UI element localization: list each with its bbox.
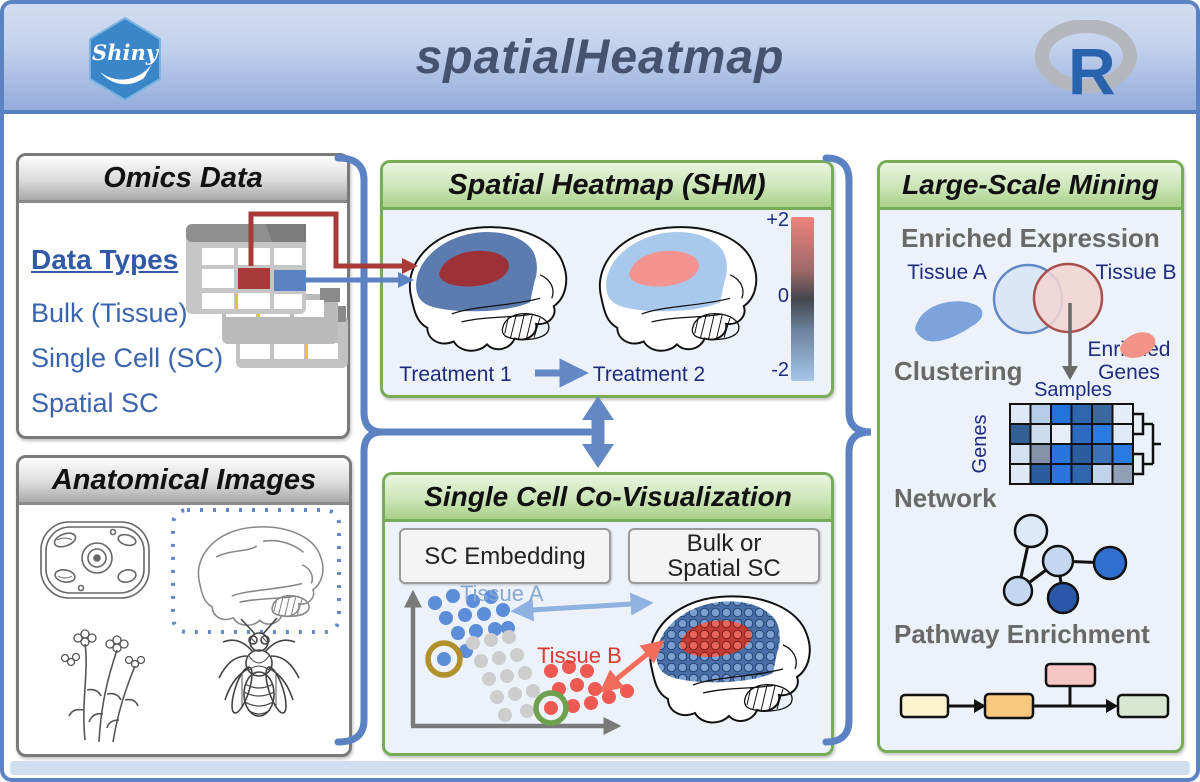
brain-treatment2 [598, 226, 758, 352]
enriched-expression-heading: Enriched Expression [901, 223, 1160, 253]
footer-strip [10, 761, 1190, 775]
embedding-axes [404, 589, 622, 735]
colorbar-min-label: -2 [771, 359, 789, 381]
green-highlight-circle [533, 690, 569, 726]
covis-header: Single Cell Co-Visualization [385, 475, 831, 522]
covis-tissue-b-label: Tissue B [537, 643, 622, 668]
venn-tissue-b-label: Tissue B [1095, 261, 1177, 284]
plant-drawing [60, 629, 146, 743]
sc-embedding-label: SC Embedding [424, 542, 586, 570]
dendrogram [1133, 412, 1161, 476]
colorbar-mid-label: 0 [777, 285, 789, 307]
treatment2-label: Treatment 2 [592, 363, 706, 386]
network-graph [1002, 513, 1128, 615]
anatomical-images-panel: Anatomical Images [16, 455, 352, 757]
covis-panel: Single Cell Co-Visualization [382, 472, 834, 756]
spreadsheet-icon [186, 224, 348, 368]
bulk-spatial-box: Bulk or Spatial SC [628, 528, 820, 584]
shm-brains [408, 226, 758, 388]
spatial-sc-label: Spatial SC [667, 555, 781, 582]
venn-tissue-a-label: Tissue A [907, 261, 987, 284]
tissue-a-link-arrow [510, 592, 654, 622]
brain-covis [649, 595, 811, 724]
header-band: Shiny spatialHeatmap R [4, 4, 1196, 114]
pathway-heading: Pathway Enrichment [894, 619, 1150, 649]
omics-data-panel: Omics Data Data Types Bulk (Tissue) Sing… [16, 153, 350, 439]
omics-item-single-cell: Single Cell (SC) [31, 343, 224, 373]
brain-drawing [197, 526, 324, 626]
colorbar-max-label: +2 [766, 209, 789, 231]
cell-drawing [40, 521, 150, 599]
network-heading: Network [894, 483, 997, 513]
colorbar [791, 217, 814, 381]
sc-embedding-box: SC Embedding [399, 528, 611, 584]
treatment1-label: Treatment 1 [399, 363, 512, 386]
omics-item-spatial-sc: Spatial SC [31, 388, 159, 418]
anatomical-illustrations [40, 508, 341, 743]
unassigned-dots [466, 630, 540, 722]
fly-drawing [218, 617, 300, 717]
covis-illustration [404, 589, 811, 735]
pathway-flowchart [899, 662, 1170, 720]
brain-treatment1 [408, 226, 568, 352]
tissue-a-blob [915, 301, 983, 342]
mining-panel: Large-Scale Mining Enriched Expression T… [877, 160, 1184, 753]
mining-header: Large-Scale Mining [880, 163, 1181, 210]
clustering-heading: Clustering [894, 356, 1023, 386]
clustering-heatmap [1009, 403, 1134, 485]
r-logo-text: R [1068, 34, 1116, 104]
spatial-heatmap-panel: Spatial Heatmap (SHM) [380, 160, 834, 398]
page-title: spatialHeatmap [415, 30, 785, 84]
enriched-genes-arrow [1062, 303, 1078, 380]
spatial-heatmap-header: Spatial Heatmap (SHM) [383, 163, 831, 210]
data-types-label: Data Types [31, 244, 179, 275]
brain-selection-box [171, 508, 341, 634]
tissue-a-dots [428, 589, 515, 666]
venn-diagram [992, 262, 1104, 335]
mining-illustrations [899, 262, 1170, 720]
anatomical-images-header: Anatomical Images [19, 458, 349, 505]
r-logo-icon: R [1035, 20, 1137, 104]
omics-item-bulk: Bulk (Tissue) [31, 298, 188, 328]
gold-highlight-circle [425, 640, 463, 678]
samples-label: Samples [1034, 379, 1112, 401]
shiny-logo-icon: Shiny [89, 16, 161, 102]
tissue-b-link-arrow [599, 640, 665, 693]
shiny-logo-text: Shiny [92, 40, 160, 65]
shm-covis-double-arrow [582, 396, 614, 468]
omics-data-header: Omics Data [19, 156, 347, 203]
covis-tissue-a-label: Tissue A [460, 581, 544, 606]
tissue-b-blob [1120, 332, 1156, 358]
bulk-or-label: Bulk or [686, 530, 762, 557]
enriched-genes-label-2: Genes [1098, 361, 1160, 384]
